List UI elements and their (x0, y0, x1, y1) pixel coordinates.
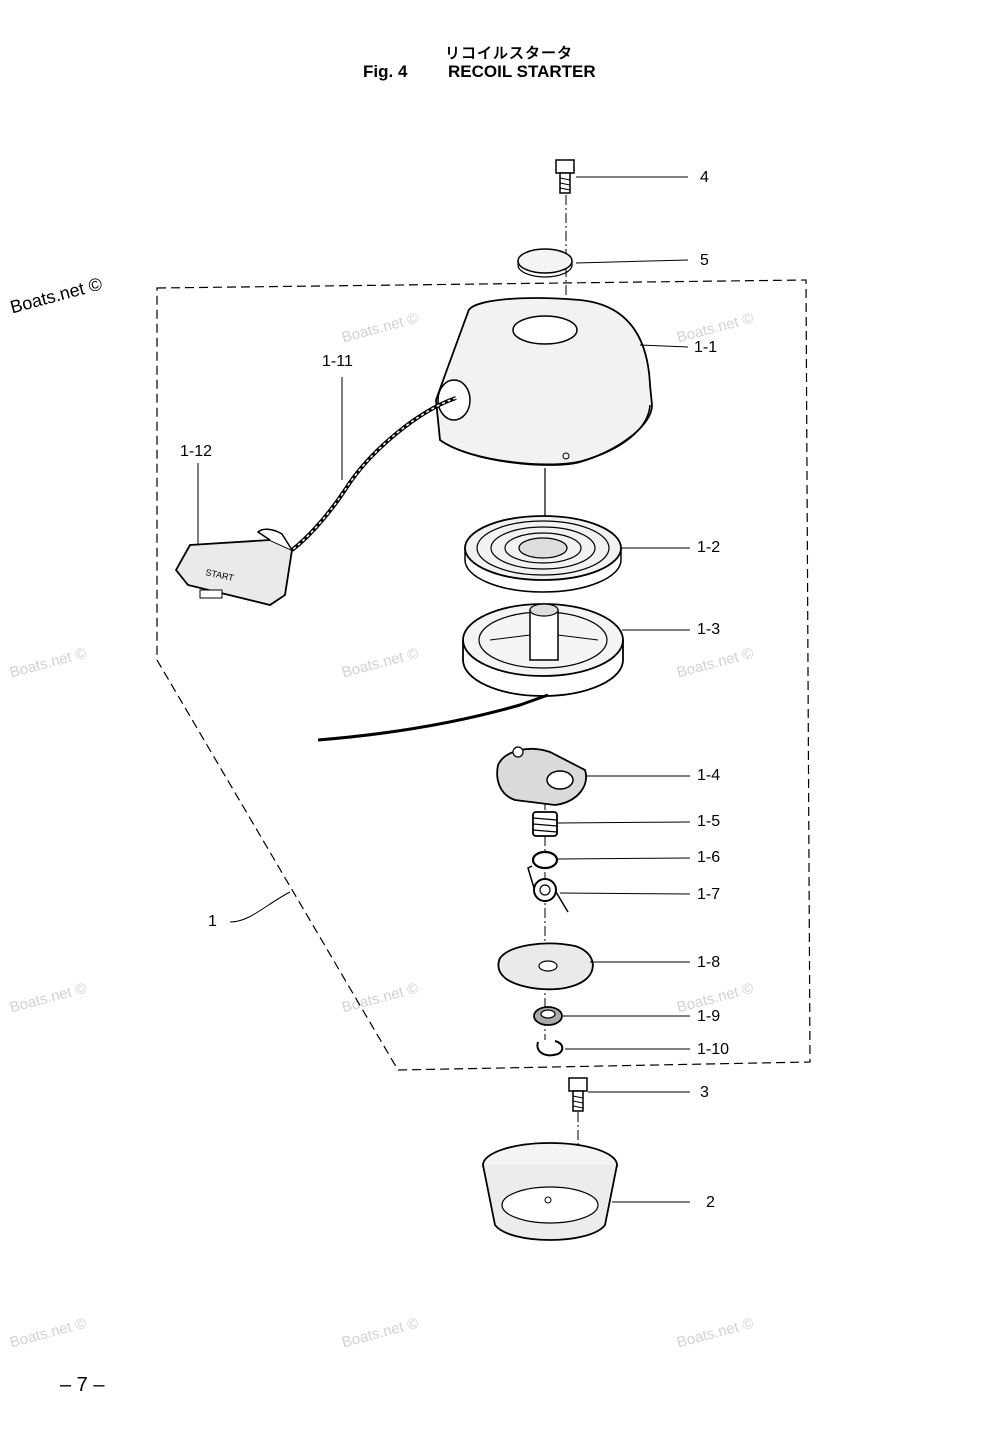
part-5-cap (517, 248, 573, 278)
callout-4: 4 (700, 169, 709, 186)
part-1-11-rope (290, 396, 457, 552)
part-1-2-spiral-spring (464, 515, 622, 593)
callout-1-8: 1-8 (697, 954, 721, 971)
part-1-1-starter-case (435, 297, 653, 466)
title-japanese: リコイルスタータ (445, 44, 574, 62)
assembly-boundary (156, 279, 811, 1071)
callout-1-9: 1-9 (697, 1008, 721, 1025)
part-1-5-spring (532, 811, 558, 837)
callout-1-10: 1-10 (697, 1041, 730, 1058)
callout-3: 3 (700, 1084, 709, 1101)
callout-5: 5 (700, 252, 709, 269)
callout-1: 1 (208, 913, 217, 930)
page-number: – 7 – (60, 1374, 105, 1396)
part-1-3-reel (462, 603, 624, 697)
callout-2: 2 (706, 1194, 715, 1211)
callout-1-2: 1-2 (697, 539, 721, 556)
callout-1-3: 1-3 (697, 621, 721, 638)
part-1-6-washer (531, 850, 559, 870)
leader-lines (197, 176, 691, 1203)
part-4-bolt (555, 159, 575, 194)
callout-1-4: 1-4 (697, 767, 721, 784)
rope-tail (317, 693, 549, 742)
part-3-bolt (568, 1077, 588, 1112)
part-2-pulley-cup (482, 1142, 618, 1241)
part-1-7-return-spring (527, 865, 569, 913)
callout-1-5: 1-5 (697, 813, 721, 830)
callout-1-12: 1-12 (180, 443, 213, 460)
callout-1-6: 1-6 (697, 849, 721, 866)
callout-1-1: 1-1 (694, 339, 718, 356)
callout-1-11: 1-11 (322, 353, 353, 370)
part-1-10-clip (536, 1040, 564, 1057)
figure-title: RECOIL STARTER (448, 62, 596, 81)
part-1-12-start-handle: START (174, 528, 293, 606)
part-1-9-nut (533, 1006, 563, 1026)
part-1-8-friction-plate (497, 942, 594, 991)
callout-1-7: 1-7 (697, 886, 721, 903)
part-1-4-ratchet (496, 746, 587, 806)
figure-number: Fig. 4 (363, 62, 408, 81)
